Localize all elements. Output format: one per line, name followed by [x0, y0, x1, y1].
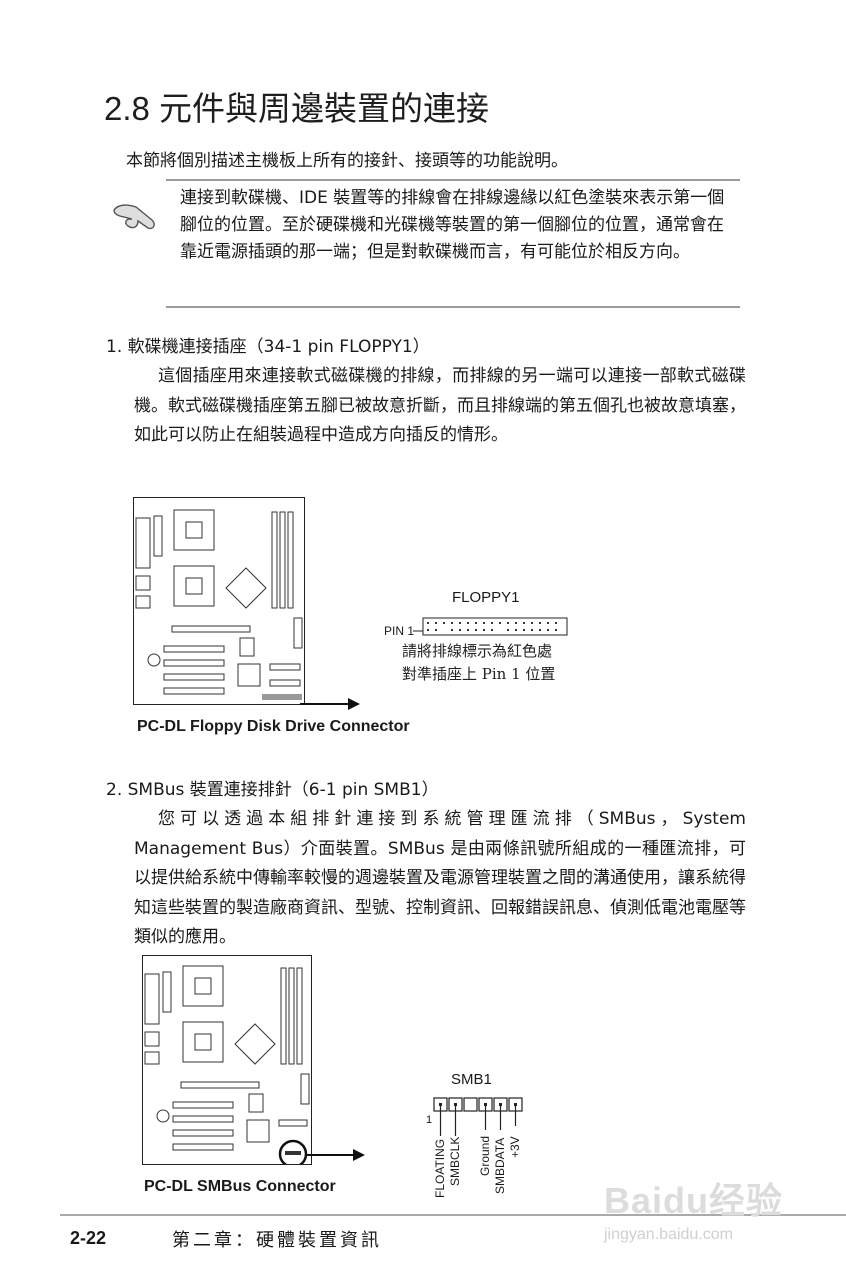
chapter-title: 第二章：硬體裝置資訊	[172, 1230, 382, 1251]
item-2-heading: 2. SMBus 裝置連接排針（6-1 pin SMB1）	[106, 780, 439, 800]
footer-divider	[60, 1214, 846, 1216]
smb1-pin-smbdata: SMBDATA	[493, 1137, 507, 1194]
watermark-brand: Baidu经验	[604, 1180, 784, 1221]
floppy-note-line-2: 對準插座上 Pin 1 位置	[402, 665, 556, 683]
section-title: 2.8 元件與周邊裝置的連接	[104, 90, 490, 127]
baidu-watermark: Baidu经验 jingyan.baidu.com	[604, 1150, 784, 1250]
smb1-pin1-number: 1	[426, 1114, 433, 1126]
watermark-url: jingyan.baidu.com	[604, 1226, 733, 1243]
motherboard-diagram-floppy	[133, 497, 305, 705]
section-intro: 本節將個別描述主機板上所有的接針、接頭等的功能說明。	[126, 151, 568, 171]
smb1-pin-ground: Ground	[478, 1135, 492, 1176]
note-top-divider	[166, 179, 740, 181]
item-1-body: 這個插座用來連接軟式磁碟機的排線，而排線的另一端可以連接一部軟式磁碟機。軟式磁碟…	[134, 366, 746, 445]
figure-2-caption: PC-DL SMBus Connector	[144, 1178, 336, 1195]
pointing-hand-icon	[108, 190, 164, 246]
pin1-label: PIN 1	[384, 624, 415, 638]
item-1-heading: 1. 軟碟機連接插座（34-1 pin FLOPPY1）	[106, 337, 430, 357]
figure-1-caption: PC-DL Floppy Disk Drive Connector	[137, 718, 410, 735]
page-number: 2-22	[70, 1228, 107, 1248]
arrow-right-icon	[300, 698, 360, 710]
floppy-connector-header	[413, 617, 568, 636]
smb1-header	[433, 1097, 523, 1136]
motherboard-diagram-smbus	[142, 955, 312, 1169]
note-text: 連接到軟碟機、IDE 裝置等的排線會在排線邊緣以紅色塗裝來表示第一個腳位的位置。…	[180, 188, 725, 262]
smb1-pin-3v: +3V	[508, 1136, 522, 1158]
floppy-note-line-1: 請將排線標示為紅色處	[402, 642, 553, 660]
smb1-connector-label: SMB1	[451, 1071, 492, 1088]
note-bottom-divider	[166, 306, 740, 308]
item-2-body: 您可以透過本組排針連接到系統管理匯流排（SMBus，System Managem…	[134, 809, 746, 947]
smb1-pin-smbclk: SMBCLK	[448, 1136, 462, 1186]
smb1-pin-floating: FLOATING	[433, 1138, 447, 1198]
arrow-right-icon	[305, 1149, 365, 1161]
floppy-connector-label: FLOPPY1	[452, 589, 520, 606]
